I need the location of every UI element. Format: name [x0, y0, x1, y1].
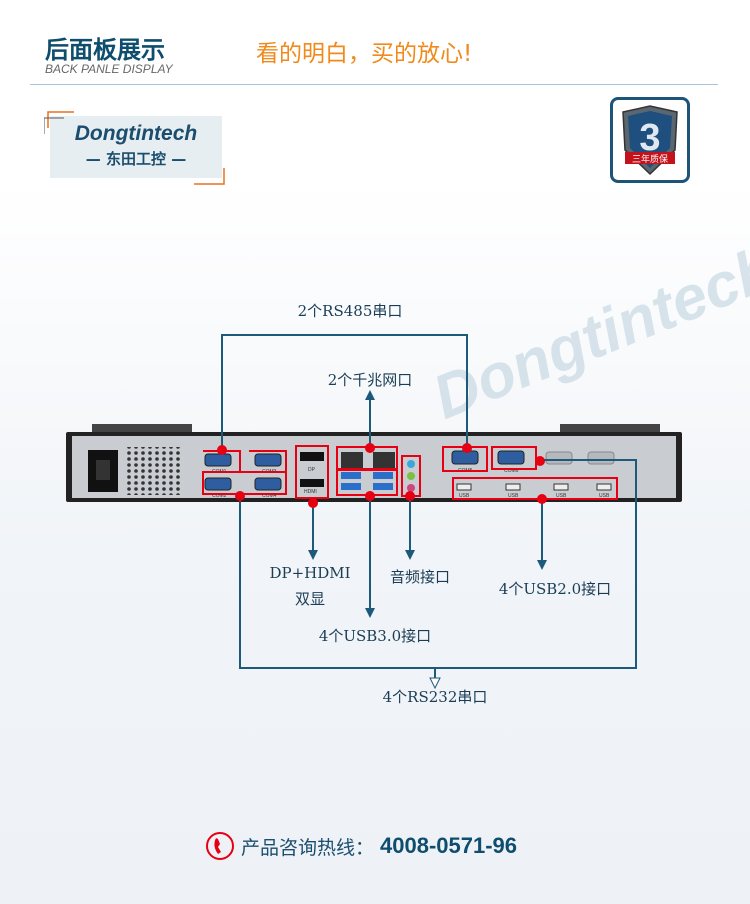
label-usb3: 4个USB3.0接口	[318, 627, 432, 645]
label-dual-display: 双显	[294, 590, 326, 608]
warranty-text: 三年质保	[632, 153, 668, 165]
watermark: Dongtintech	[424, 233, 750, 432]
port-label-hdmi: HDMI	[304, 489, 317, 495]
phone-icon	[206, 832, 234, 860]
label-rs232: 4个RS232串口	[382, 688, 488, 706]
port-label-com4: COM4	[262, 493, 277, 499]
label-usb2: 4个USB2.0接口	[498, 580, 612, 598]
divider	[30, 84, 718, 85]
label-rs485: 2个RS485串口	[297, 302, 403, 320]
brand-logo: Dongtintech — 东田工控 —	[50, 116, 222, 178]
warranty-badge: 3 三年质保	[610, 97, 690, 183]
label-dp-hdmi: DP+HDMI	[269, 564, 351, 582]
port-label-usb: USB	[556, 493, 567, 499]
warranty-number: 3	[639, 117, 660, 159]
port-label-dp: DP	[308, 467, 316, 473]
callout-dots	[217, 443, 547, 508]
logo-brand-cn: — 东田工控 —	[85, 150, 187, 168]
port-label-com6: COM6	[504, 468, 519, 474]
vent-grille	[126, 447, 182, 495]
back-panel-diagram: Dongtintech COM1 COM3 COM2 COM4 COM5 COM…	[66, 233, 750, 690]
logo-brand-cn-text: 东田工控	[105, 150, 166, 168]
hotline-label: 产品咨询热线：	[241, 836, 375, 859]
shield-icon: 3 三年质保	[622, 105, 678, 176]
arrowheads	[308, 390, 547, 690]
serial-ports	[204, 450, 525, 491]
logo-corner-frame	[44, 111, 225, 185]
usb2-ports	[456, 483, 612, 491]
port-label-usb: USB	[599, 493, 610, 499]
lan-port	[373, 452, 395, 468]
chassis: COM1 COM3 COM2 COM4 COM5 COM6 DP HDMI US…	[66, 424, 682, 502]
logo-brand: Dongtintech	[74, 122, 198, 145]
audio-jacks	[407, 460, 415, 492]
usb3-ports	[341, 472, 393, 490]
port-label-usb: USB	[508, 493, 519, 499]
dp-port	[300, 452, 324, 461]
slogan: 看的明白，买的放心!	[256, 41, 473, 67]
label-audio: 音频接口	[389, 568, 451, 586]
port-label-usb: USB	[459, 493, 470, 499]
hotline-number[interactable]: 4008-0571-96	[380, 833, 518, 858]
hdmi-port	[300, 479, 324, 487]
page-title: 后面板展示	[45, 36, 165, 64]
label-gigabit-lan: 2个千兆网口	[327, 371, 413, 389]
lan-port	[341, 452, 363, 468]
hotline: 产品咨询热线： 4008-0571-96	[205, 831, 517, 861]
page-subtitle: BACK PANLE DISPLAY	[45, 62, 173, 76]
callout-lines	[221, 334, 637, 680]
port-label-com2: COM2	[212, 493, 227, 499]
